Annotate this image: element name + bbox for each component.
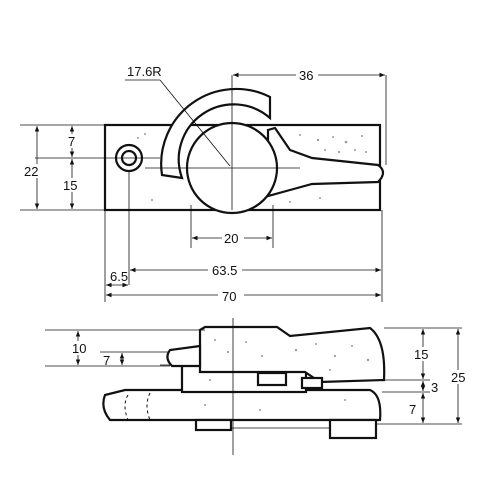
dim-side-7a-label: 7 [103,353,110,368]
dim-15-label: 15 [63,178,77,193]
radius-leader [159,79,231,167]
hidden-line-2 [146,392,151,421]
side-surface-texture [204,339,370,411]
side-pad-left [256,371,288,387]
side-handle [166,344,202,368]
lever-arm [266,126,385,198]
hidden-line-1 [124,394,129,421]
dim-20-label: 20 [224,231,238,246]
dim-22-label: 22 [24,164,38,179]
side-base-foot-left [194,418,233,432]
side-base [102,388,382,422]
dim-side-25-label: 25 [451,370,465,385]
dim-70-label: 70 [222,289,236,304]
surface-texture [137,133,367,203]
side-base-foot-right [328,418,378,440]
dim-side-10-label: 10 [72,341,86,356]
dim-side-15-label: 15 [414,347,428,362]
dim-36-label: 36 [299,68,313,83]
side-pad-right [300,376,324,390]
dim-6-5-label: 6.5 [110,269,128,284]
radius-label: 17.6R [127,64,162,79]
dim-63-5-label: 63.5 [212,263,237,278]
dim-side-7b-label: 7 [409,402,416,417]
dim-7-label: 7 [68,134,75,149]
side-view: 10 7 15 3 7 25 [45,318,473,455]
dim-side-3-label: 3 [431,380,438,395]
top-view: 17.6R 36 22 7 15 20 63.5 6.5 70 [20,64,387,304]
